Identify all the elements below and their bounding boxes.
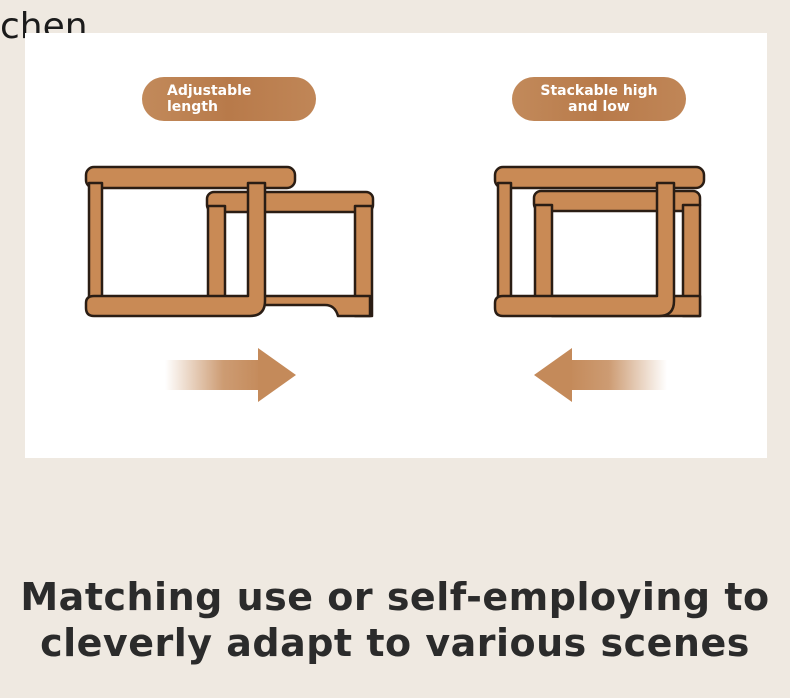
large-table-left (84, 165, 297, 318)
headline-line: Matching use or self-employing to (20, 575, 770, 619)
label-line: Stackable high (540, 83, 658, 99)
label-line: length (167, 99, 218, 115)
label-line: and low (568, 99, 630, 115)
label-line: Adjustable (167, 83, 252, 99)
arrow-left-icon (534, 348, 667, 402)
headline: Matching use or self-employing to clever… (0, 574, 790, 666)
arrow-right-icon (165, 348, 296, 402)
right-tables (493, 165, 706, 318)
large-table-right (493, 165, 706, 318)
label-stackable: Stackable high and low (512, 77, 686, 121)
label-adjustable-length: Adjustable length (142, 77, 316, 121)
headline-line: cleverly adapt to various scenes (40, 621, 750, 665)
small-table-left (205, 190, 375, 318)
left-tables (84, 165, 375, 318)
